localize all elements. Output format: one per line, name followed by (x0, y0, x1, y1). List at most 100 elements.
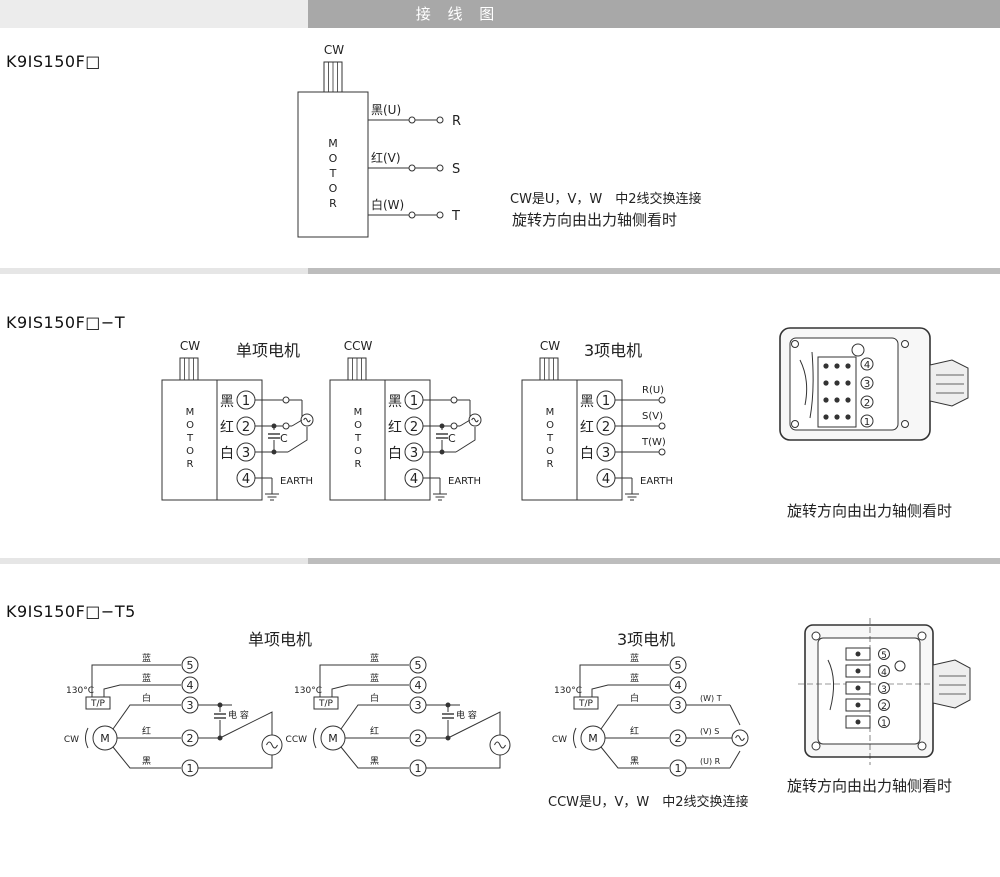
box-number-circle (878, 665, 890, 677)
box-number: 3 (864, 379, 870, 390)
motor-letter: O (186, 420, 194, 431)
capacitor-label: 电 容 (228, 709, 249, 721)
internal-wires (799, 351, 814, 419)
section-divider-1 (0, 268, 1000, 274)
wire-color-label: 黑 (142, 756, 151, 767)
header-bar: 接 线 图 (0, 0, 1000, 28)
terminal-node (450, 422, 458, 430)
terminal-screw (845, 380, 851, 386)
wire-path (287, 427, 308, 453)
ac-wave-icon (471, 417, 479, 423)
model-label-3: K9IS150F□−T5 (6, 602, 136, 621)
wire-out (729, 704, 741, 726)
box-number-circle (860, 395, 874, 409)
wire-color-label: 蓝 (370, 672, 379, 684)
tp-box (313, 696, 339, 710)
wire-white (112, 704, 181, 730)
terminal-screw (855, 668, 861, 674)
terminal-number: 1 (675, 762, 682, 775)
motor-label: M (588, 732, 598, 745)
three-phase-title: 3项电机 (617, 630, 675, 649)
wire-blue-1 (319, 664, 409, 697)
terminal-screw (834, 380, 840, 386)
direction-note: 旋转方向由出力轴侧看时 (512, 211, 677, 229)
motor-letter: M (328, 137, 338, 150)
terminal-number: 1 (242, 394, 250, 409)
motor-letter: O (329, 152, 338, 165)
direction-note: 旋转方向由出力轴侧看时 (787, 777, 952, 795)
header-right-block (308, 0, 1000, 28)
three-phase-title: 3项电机 (584, 341, 642, 360)
terminal-number: 5 (415, 659, 422, 672)
wire-color-label: 红 (370, 725, 379, 737)
capacitor-label: C (448, 432, 456, 445)
mount-hole (901, 340, 909, 348)
terminal-screw (823, 380, 829, 386)
tp-box (573, 696, 599, 710)
terminal-circle (669, 676, 687, 694)
terminal-color-label: 红 (388, 420, 402, 436)
terminal-number: 4 (242, 472, 250, 487)
terminal-number: 2 (242, 420, 250, 435)
motor-letter: M (354, 407, 363, 418)
terminal-label: S (452, 162, 460, 177)
motor-letter: M (186, 407, 195, 418)
ac-wave-icon (303, 417, 311, 423)
wire-path (459, 419, 471, 427)
rotation-arrow-icon (85, 727, 89, 749)
motor-letter: R (329, 197, 337, 210)
motor-shaft (347, 357, 367, 381)
wire-black (112, 746, 181, 769)
motor-letter: R (187, 459, 194, 470)
wire-out (447, 711, 501, 739)
motor-letter: T (186, 433, 194, 444)
box-number-circle (878, 648, 890, 660)
wire-color-label: 白 (370, 692, 379, 704)
ac-wave-icon (494, 741, 506, 749)
terminal-number: 5 (187, 659, 194, 672)
motor-letter: R (355, 459, 362, 470)
terminal-label: T (451, 209, 460, 224)
wire-out (219, 711, 273, 739)
capacitor-label: C (280, 432, 288, 445)
wire-color-label: 蓝 (630, 652, 639, 664)
motor-body (329, 379, 386, 501)
rotation-arrow-icon (313, 727, 317, 749)
terminal-node (658, 396, 666, 404)
motor-letter: T (329, 167, 337, 180)
terminal-number: 2 (602, 420, 610, 435)
terminal-number: 4 (602, 472, 610, 487)
terminal-number: 3 (187, 699, 194, 712)
phase-output-label: (U) R (700, 757, 721, 766)
wire-color-label: 黑 (370, 756, 379, 767)
terminal-screw (855, 719, 861, 725)
box-number-circle (860, 357, 874, 371)
motor-letter: T (354, 433, 362, 444)
terminal-screw (823, 363, 829, 369)
phase-output-label: R(U) (642, 385, 664, 396)
box-number: 2 (864, 398, 870, 409)
terminal-color-label: 黑 (220, 394, 234, 410)
terminal-number: 5 (675, 659, 682, 672)
motor-label: M (328, 732, 338, 745)
motor-letter: O (546, 420, 554, 431)
terminal-color-label: 白 (388, 446, 402, 462)
wire-blue-2 (591, 684, 669, 697)
direction-label: CW (180, 339, 200, 353)
box-number: 1 (881, 719, 887, 729)
terminal-number: 1 (410, 394, 418, 409)
wire-color-label: 白 (630, 692, 639, 704)
direction-label: CW (540, 339, 560, 353)
mount-hole (917, 631, 927, 641)
single-phase-title: 单项电机 (248, 630, 312, 649)
model-label-2: K9IS150F□−T (6, 313, 126, 332)
single-phase-title: 单项电机 (236, 341, 300, 360)
earth-label: EARTH (640, 476, 673, 487)
wire-out (426, 755, 501, 769)
tp-label: T/P (90, 699, 106, 709)
mount-hole (791, 340, 799, 348)
motor-body-1 (297, 91, 369, 238)
mount-hole (901, 420, 909, 428)
